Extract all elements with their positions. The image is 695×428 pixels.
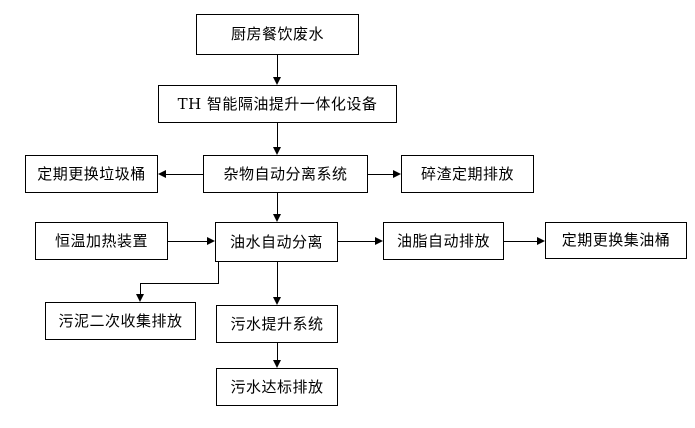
node-th-integrated-equipment[interactable]: TH 智能隔油提升一体化设备 [158, 85, 397, 123]
node-sewage-standard-discharge[interactable]: 污水达标排放 [216, 368, 338, 406]
connector-sewagelift-to-standard-line [277, 343, 278, 360]
node-label: 恒温加热装置 [54, 231, 148, 250]
node-label: 油脂自动排放 [396, 231, 490, 250]
node-replace-oil-collection-barrel[interactable]: 定期更换集油桶 [545, 222, 687, 259]
node-label: 定期更换集油桶 [561, 231, 671, 249]
connector-equipment-to-debris-arrowhead [273, 147, 281, 155]
connector-oilwater-to-sludge-segment-left [140, 283, 219, 284]
node-oil-water-auto-separation[interactable]: 油水自动分离 [215, 222, 338, 262]
connector-kitchen-to-equipment-line [277, 55, 278, 77]
connector-heater-to-oilwater-arrowhead [207, 237, 215, 245]
connector-oilwater-to-sludge-segment-down2 [140, 283, 141, 294]
connector-heater-to-oilwater-line [168, 241, 207, 242]
connector-debris-to-trashbin-arrowhead [158, 170, 166, 178]
node-label: TH 智能隔油提升一体化设备 [177, 94, 378, 113]
node-kitchen-wastewater[interactable]: 厨房餐饮废水 [196, 14, 359, 55]
node-label: 碎渣定期排放 [420, 164, 514, 183]
node-label: 杂物自动分离系统 [223, 164, 348, 183]
connector-kitchen-to-equipment-arrowhead [273, 77, 281, 85]
connector-debris-to-oilwater-arrowhead [273, 214, 281, 222]
connector-debris-to-oilwater-line [277, 193, 278, 214]
node-label: 定期更换垃圾桶 [37, 164, 146, 183]
node-label: 厨房餐饮废水 [230, 25, 324, 43]
connector-debris-to-slag-arrowhead [393, 170, 401, 178]
connector-equipment-to-debris-line [277, 123, 278, 147]
connector-debris-to-slag-line [368, 174, 393, 175]
connector-oilwater-to-grease-line [338, 241, 375, 242]
connector-oilwater-to-sewagelift-arrowhead [273, 297, 281, 305]
connector-oilwater-to-grease-arrowhead [375, 237, 383, 245]
node-label: 油水自动分离 [229, 232, 323, 251]
connector-grease-to-oilbarrel-arrowhead [537, 237, 545, 245]
node-label: 污水达标排放 [230, 377, 324, 396]
connector-oilwater-to-sewagelift-line [277, 262, 278, 297]
connector-grease-to-oilbarrel-line [504, 241, 537, 242]
node-replace-trash-bin[interactable]: 定期更换垃圾桶 [25, 155, 158, 193]
connector-sewagelift-to-standard-arrowhead [273, 360, 281, 368]
connector-oilwater-to-sludge-arrowhead [136, 294, 144, 302]
connector-oilwater-to-sludge-segment-down1 [218, 262, 219, 283]
node-slag-periodic-discharge[interactable]: 碎渣定期排放 [401, 155, 534, 193]
node-sewage-lifting-system[interactable]: 污水提升系统 [216, 305, 338, 343]
node-label: 污泥二次收集排放 [58, 311, 183, 330]
node-constant-temperature-heater[interactable]: 恒温加热装置 [35, 222, 168, 260]
connector-debris-to-trashbin-line [166, 174, 203, 175]
node-debris-auto-separation-system[interactable]: 杂物自动分离系统 [203, 155, 368, 193]
node-label: 污水提升系统 [230, 314, 324, 333]
node-grease-auto-discharge[interactable]: 油脂自动排放 [383, 222, 504, 260]
node-sludge-secondary-collection-discharge[interactable]: 污泥二次收集排放 [45, 302, 196, 340]
